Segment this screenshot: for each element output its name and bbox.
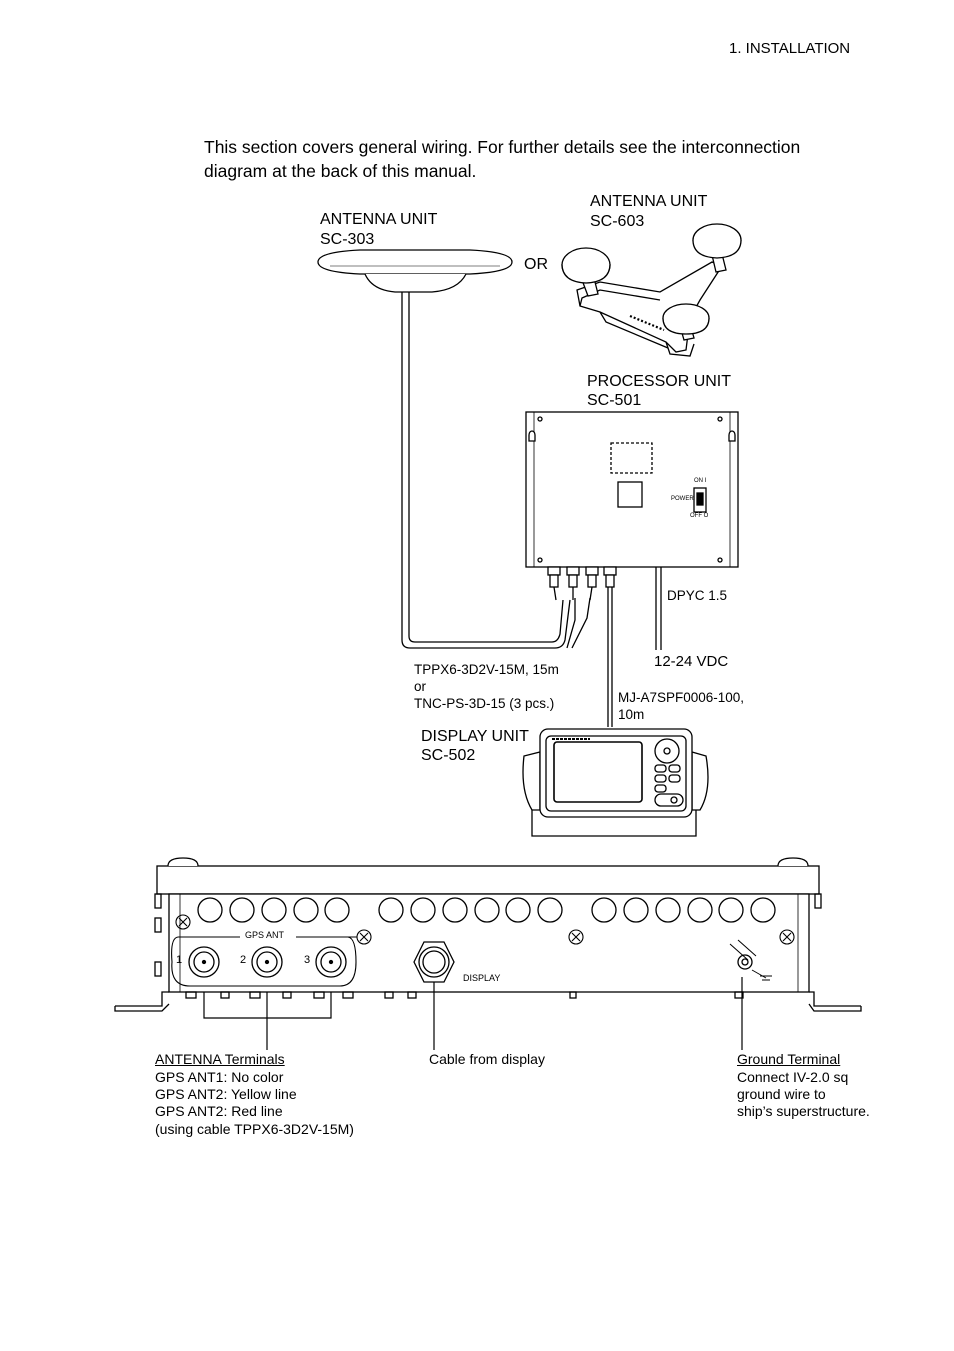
power-switch-label: POWER [671,496,694,502]
ground-note-line: ship’s superstructure. [737,1103,870,1119]
intro-line-1: This section covers general wiring. For … [204,137,801,157]
antenna-sc603-title: ANTENNA UNIT [590,193,708,210]
display-port-label: DISPLAY [463,973,501,983]
processor-model: SC-501 [587,392,642,409]
dpyc-cable-label: DPYC 1.5 [667,588,728,603]
antenna-sc303-model: SC-303 [320,231,375,248]
gps-port-1-label: 1 [176,954,183,966]
display-unit-title: DISPLAY UNIT [421,728,529,745]
or-label: OR [524,256,548,273]
antenna-terminals-heading: ANTENNA Terminals [155,1051,285,1067]
gps-port-2-label: 2 [240,954,247,966]
power-switch-on-label: ON I [694,478,707,484]
processor-connectors-drawing [547,566,617,601]
intro-line-2: diagram at the back of this manual. [204,161,477,181]
antenna-note-line: GPS ANT1: No color [155,1069,284,1085]
display-cable-note: Cable from display [429,1051,545,1067]
antenna-sc603-model: SC-603 [590,213,645,230]
processor-unit-drawing [525,411,739,568]
antenna-sc603-drawing [561,223,742,357]
ground-note-line: Connect IV-2.0 sq [737,1069,849,1085]
antenna-cable-drawing [401,292,591,649]
display-cable-label-2: 10m [618,707,645,722]
antenna-note-line: GPS ANT2: Red line [155,1103,283,1119]
display-unit-model: SC-502 [421,747,476,764]
processor-title: PROCESSOR UNIT [587,373,732,390]
power-supply-label: 12-24 VDC [654,653,729,670]
callout-lines [203,977,743,1050]
antenna-cable-label-1: TPPX6-3D2V-15M, 15m [414,662,559,677]
antenna-cable-label-2: or [414,679,427,694]
antenna-note-line: GPS ANT2: Yellow line [155,1086,297,1102]
display-unit-drawing [522,728,709,837]
power-switch-off-label: OFF O [690,513,709,519]
processor-bottom-panel-drawing [114,857,862,1012]
display-cable-label-1: MJ-A7SPF0006-100, [618,690,745,705]
antenna-note-line: (using cable TPPX6-3D2V-15M) [155,1121,354,1137]
antenna-sc303-title: ANTENNA UNIT [320,211,438,228]
section-header: 1. INSTALLATION [729,40,851,57]
ground-note-line: ground wire to [737,1086,826,1102]
ground-terminal-heading: Ground Terminal [737,1051,841,1067]
antenna-sc303-drawing [317,249,513,293]
gps-port-3-label: 3 [304,954,311,966]
gps-ant-label: GPS ANT [245,930,285,940]
antenna-cable-label-3: TNC-PS-3D-15 (3 pcs.) [414,696,555,711]
